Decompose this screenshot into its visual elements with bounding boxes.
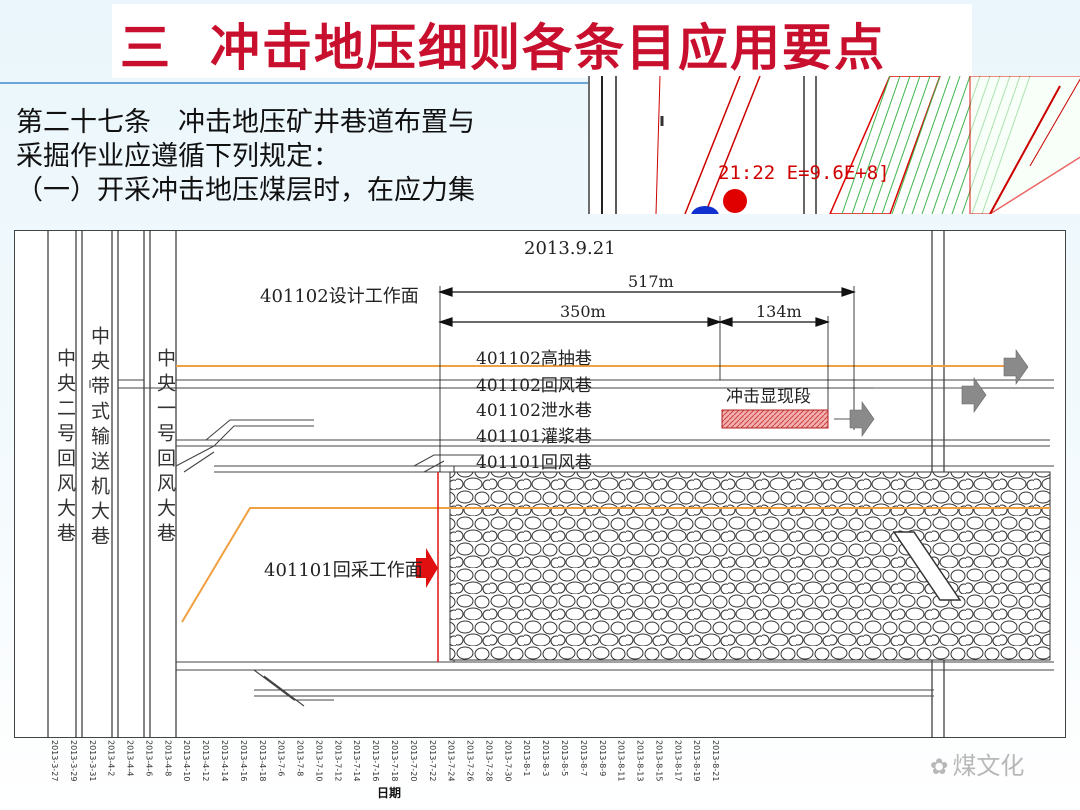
date-tick-label: 2013-8-5 bbox=[560, 740, 569, 777]
date-tick-label: 2013-7-22 bbox=[427, 740, 437, 782]
date-tick-label: 2013-8-11 bbox=[616, 740, 626, 782]
date-tick-label: 2013-8-21 bbox=[711, 740, 721, 782]
date-tick-label: 2013-3-31 bbox=[87, 740, 97, 782]
date-tick-label: 2013-8-15 bbox=[654, 740, 664, 782]
date-tick-label: 2013-4-16 bbox=[238, 740, 248, 782]
date-tick-label: 2013-8-17 bbox=[673, 740, 683, 782]
roadway-label: 401102泄水巷 bbox=[476, 401, 592, 421]
date-tick-label: 2013-7-30 bbox=[503, 740, 513, 782]
main-roadway-label: 中央一号回风大巷 bbox=[154, 348, 176, 548]
distance-total: 517m bbox=[628, 272, 674, 291]
rule-text: 第二十七条 冲击地压矿井巷道布置与 采掘作业应遵循下列规定： （一）开采冲击地压… bbox=[16, 106, 556, 208]
date-tick-label: 2013-8-9 bbox=[597, 740, 607, 777]
microseismic-inset: 21:22 E=9.6E+8] bbox=[588, 76, 1080, 214]
date-tick-label: 2013-8-13 bbox=[635, 740, 645, 782]
roadway-label: 401101回风巷 bbox=[476, 453, 592, 473]
date-tick-label: 2013-4-8 bbox=[163, 740, 173, 777]
section-title: 冲击地压细则各条目应用要点 bbox=[210, 19, 886, 77]
date-tick-label: 2013-8-19 bbox=[692, 740, 702, 782]
date-tick-label: 2013-7-20 bbox=[408, 740, 418, 782]
design-face-label: 401102设计工作面 bbox=[260, 286, 419, 307]
roadway-label: 401102回风巷 bbox=[476, 376, 592, 396]
date-tick-label: 2013-7-28 bbox=[484, 740, 494, 782]
section-number: 三 bbox=[120, 19, 172, 77]
title-band bbox=[112, 4, 972, 78]
wechat-icon: ✿ bbox=[930, 755, 949, 780]
date-tick-label: 2013-4-18 bbox=[257, 740, 267, 782]
main-roadway-label: 中央带式输送机大巷 bbox=[88, 326, 110, 551]
watermark: ✿煤文化 bbox=[930, 746, 1024, 781]
date-tick-label: 2013-7-14 bbox=[352, 740, 362, 782]
burst-zone-label: 冲击显现段 bbox=[726, 387, 811, 407]
distance-right: 134m bbox=[756, 302, 802, 321]
date-tick-label: 2013-8-3 bbox=[541, 740, 551, 777]
survey-date: 2013.9.21 bbox=[524, 238, 616, 259]
date-tick-label: 2013-7-12 bbox=[333, 740, 343, 782]
inset-map bbox=[601, 76, 1080, 214]
date-tick-label: 2013-7-8 bbox=[295, 740, 305, 777]
rule-line-1: 第二十七条 冲击地压矿井巷道布置与 bbox=[16, 107, 475, 138]
rule-line-2: 采掘作业应遵循下列规定： bbox=[16, 141, 340, 172]
date-tick-label: 2013-3-29 bbox=[68, 740, 78, 782]
date-tick-label: 2013-4-10 bbox=[182, 740, 192, 782]
date-tick-label: 2013-4-2 bbox=[106, 740, 116, 777]
date-tick-label: 2013-8-1 bbox=[522, 740, 532, 777]
date-axis: 2013-3-27 2013-3-29 2013-3-31 2013-4-2 2013-… bbox=[50, 740, 730, 786]
header-divider bbox=[0, 82, 1080, 84]
slide-title: 三冲击地压细则各条目应用要点 bbox=[120, 8, 886, 80]
mining-face-label: 401101回采工作面 bbox=[264, 560, 423, 581]
mine-plan-svg bbox=[14, 230, 1066, 738]
mine-plan-diagram: 2013.9.21 401102设计工作面 517m 350m 134m 401… bbox=[14, 230, 1066, 738]
roadway-label: 401101灌浆巷 bbox=[476, 427, 592, 447]
date-tick-label: 2013-4-12 bbox=[201, 740, 211, 782]
date-tick-label: 2013-4-14 bbox=[220, 740, 229, 782]
date-tick-label: 2013-7-6 bbox=[276, 740, 286, 777]
date-tick-label: 2013-7-26 bbox=[465, 740, 475, 782]
date-tick-label: 2013-3-27 bbox=[50, 740, 59, 782]
date-tick-label: 2013-8-7 bbox=[578, 740, 588, 777]
event-readout: 21:22 E=9.6E+8] bbox=[718, 162, 890, 184]
date-tick-label: 2013-7-24 bbox=[446, 740, 456, 782]
date-tick-label: 2013-7-18 bbox=[390, 740, 399, 782]
roadway-label: 401102高抽巷 bbox=[476, 349, 592, 369]
date-tick-label: 2013-7-10 bbox=[314, 740, 324, 782]
distance-left: 350m bbox=[560, 302, 606, 321]
date-tick-label: 2013-4-6 bbox=[144, 740, 154, 777]
date-axis-title: 日期 bbox=[377, 786, 402, 800]
watermark-text: 煤文化 bbox=[952, 752, 1025, 780]
date-tick-label: 2013-4-4 bbox=[125, 740, 135, 777]
date-tick-label: 2013-7-16 bbox=[371, 740, 381, 782]
rule-line-3: （一）开采冲击地压煤层时，在应力集 bbox=[16, 175, 475, 206]
main-roadway-label: 中央二号回风大巷 bbox=[54, 348, 76, 548]
